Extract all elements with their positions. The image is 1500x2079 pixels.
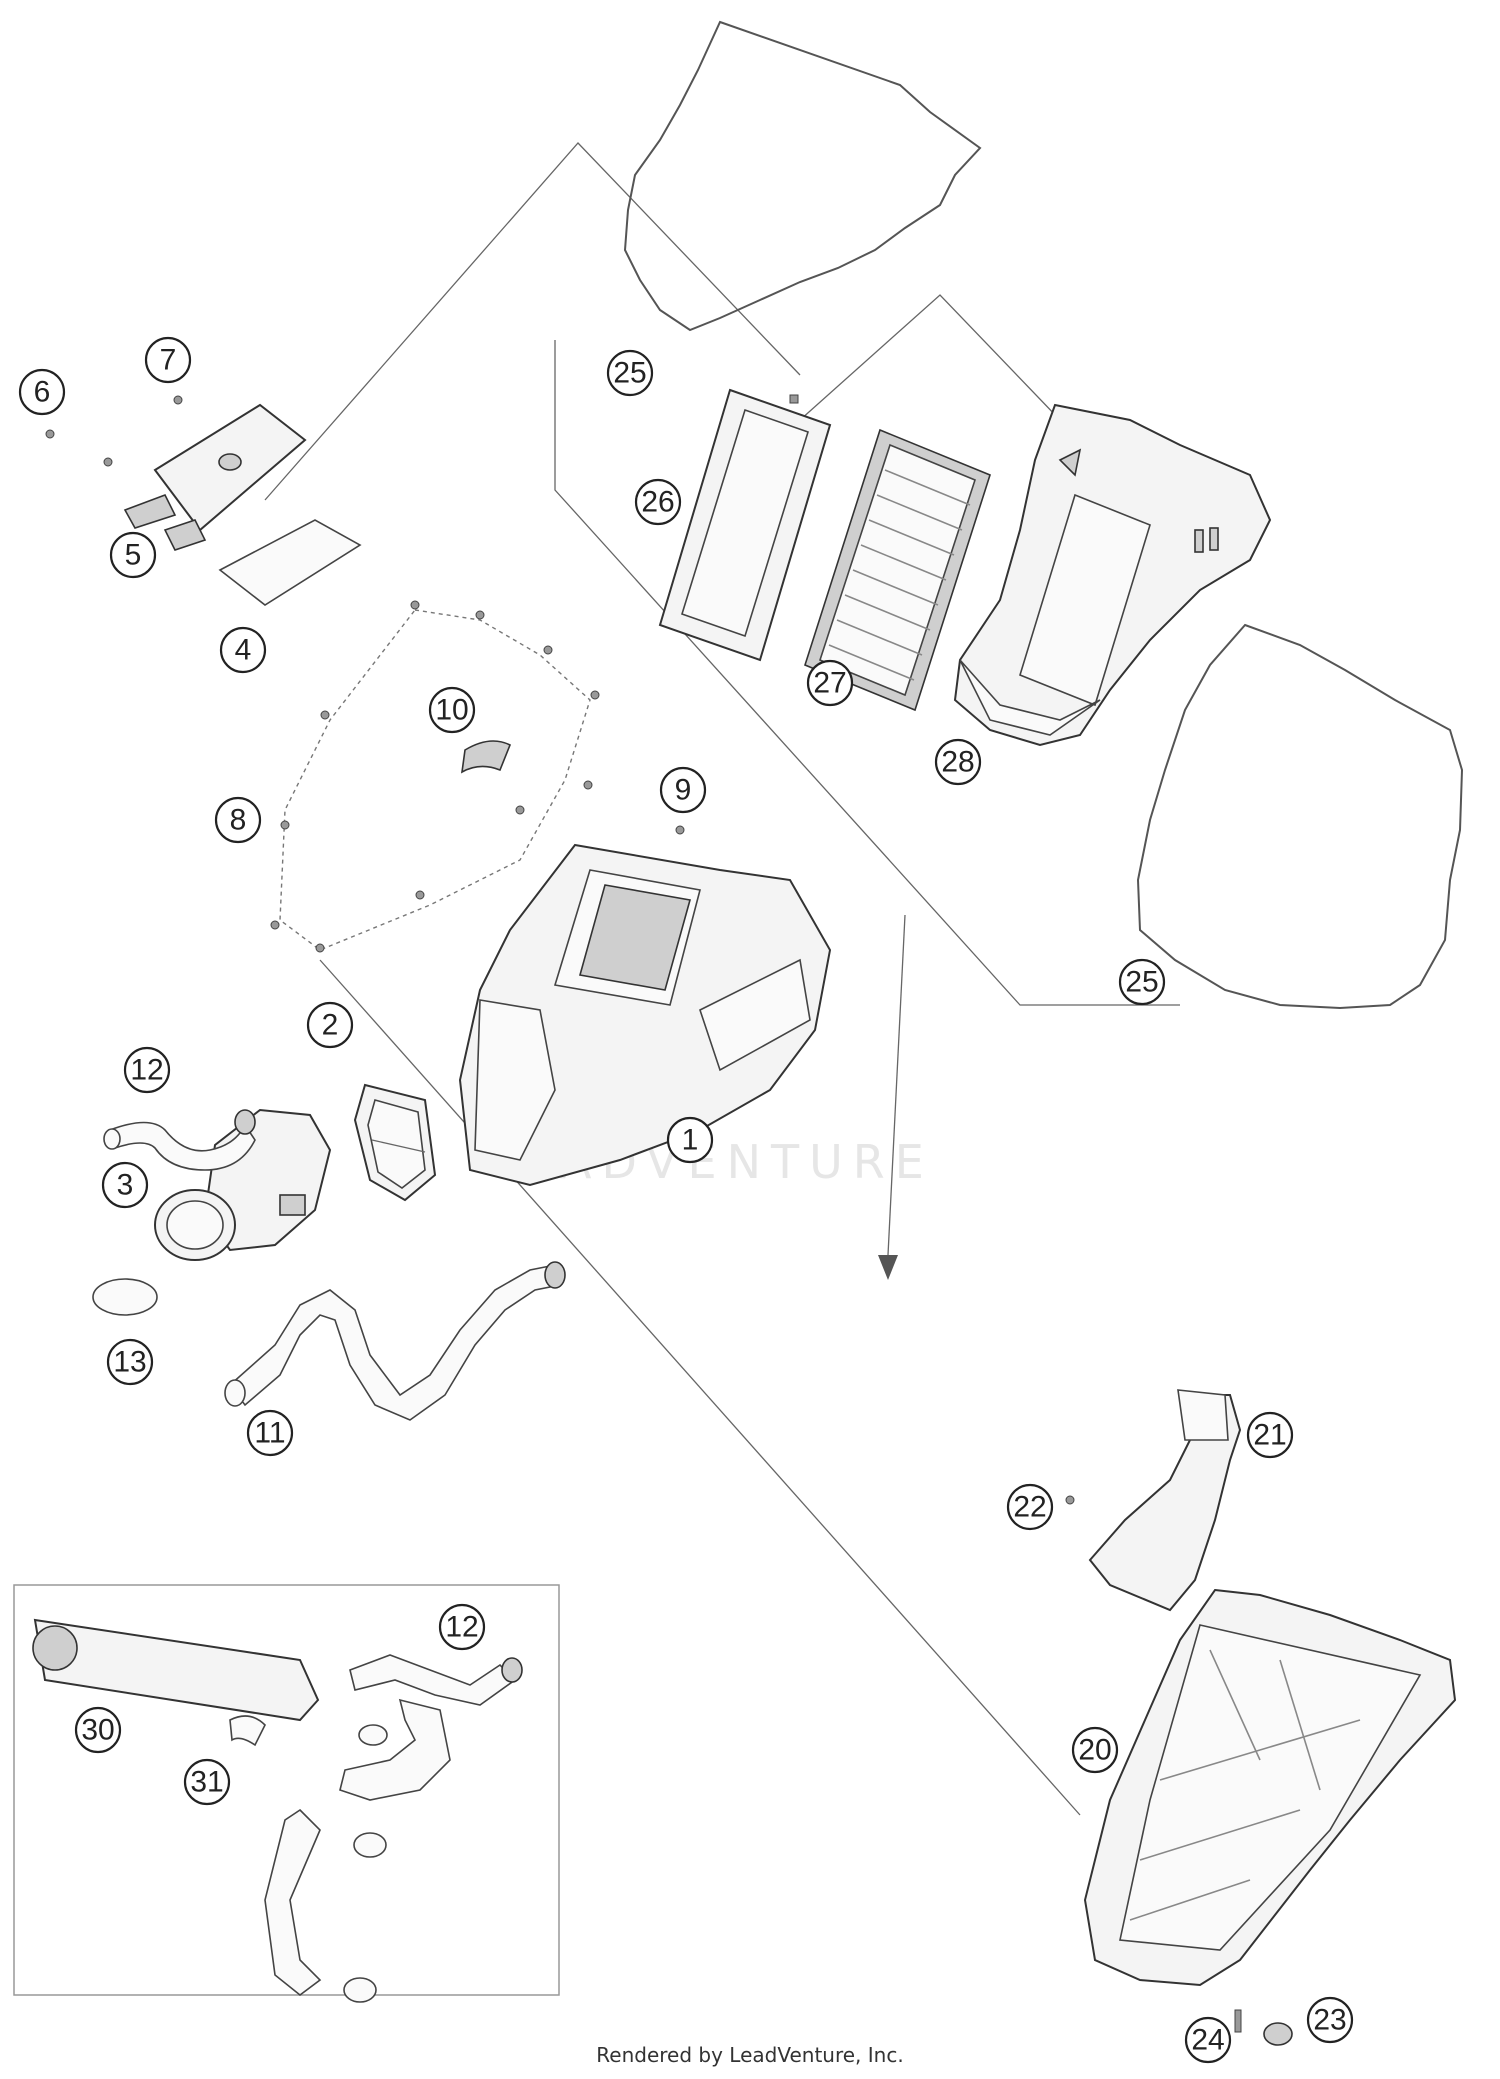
- air-filter-gasket-top: [623, 20, 982, 332]
- svg-text:22: 22: [1013, 1491, 1046, 1524]
- cover-gasket: [218, 519, 362, 606]
- svg-text:7: 7: [160, 344, 177, 377]
- callout-8: 8: [214, 796, 262, 844]
- svg-text:24: 24: [1191, 2024, 1224, 2057]
- airbox-main: [458, 843, 832, 1187]
- svg-text:25: 25: [1125, 966, 1158, 999]
- air-filter-gasket-right: [1136, 623, 1464, 1010]
- callout-11: 11: [246, 1409, 294, 1457]
- intake-grille: [353, 1083, 437, 1202]
- svg-text:27: 27: [813, 667, 846, 700]
- callout-6: 6: [18, 368, 66, 416]
- svg-text:20: 20: [1078, 1734, 1111, 1767]
- filter-housing-cover: [953, 403, 1272, 747]
- callout-25b: 25: [1118, 958, 1166, 1006]
- filter-frame: [658, 388, 832, 662]
- callout-26: 26: [634, 478, 682, 526]
- hose-end-fitting: [224, 1379, 246, 1407]
- svg-text:2: 2: [322, 1009, 339, 1042]
- callout-12a: 12: [123, 1046, 171, 1094]
- inset-breather-assembly: [13, 1584, 560, 2003]
- svg-text:23: 23: [1313, 2004, 1346, 2037]
- breather-hose-upper: [103, 1109, 256, 1171]
- callout-28: 28: [934, 738, 982, 786]
- callout-10: 10: [428, 686, 476, 734]
- svg-text:12: 12: [130, 1054, 163, 1087]
- hose-end-fitting: [544, 1261, 566, 1289]
- svg-text:3: 3: [117, 1169, 134, 1202]
- callout-25a: 25: [606, 349, 654, 397]
- callout-23: 23: [1306, 1996, 1354, 2044]
- callout-21: 21: [1246, 1411, 1294, 1459]
- callout-1: 1: [666, 1116, 714, 1164]
- callout-30: 30: [74, 1706, 122, 1754]
- drain-plug: [1263, 2022, 1293, 2046]
- svg-text:11: 11: [254, 1417, 285, 1450]
- svg-text:21: 21: [1253, 1419, 1286, 1452]
- svg-text:5: 5: [125, 539, 142, 572]
- connector-lines: [264, 142, 1180, 1816]
- airbox-lower: [1083, 1588, 1457, 1987]
- callout-9: 9: [659, 766, 707, 814]
- callout-3: 3: [101, 1161, 149, 1209]
- air-filter-element: [804, 428, 991, 712]
- long-breather-hose: [228, 1264, 561, 1421]
- svg-text:4: 4: [235, 634, 252, 667]
- callout-4: 4: [219, 626, 267, 674]
- arrow-head-icon: [878, 1255, 898, 1280]
- drain-screw: [1234, 2009, 1242, 2033]
- svg-text:13: 13: [113, 1346, 146, 1379]
- intake-cover-plate: [45, 395, 307, 551]
- svg-text:10: 10: [435, 694, 468, 727]
- footer-credit: Rendered by LeadVenture, Inc.: [596, 2043, 903, 2067]
- small-bracket: [460, 740, 512, 774]
- callout-7: 7: [144, 336, 192, 384]
- svg-text:12: 12: [445, 1611, 478, 1644]
- svg-text:25: 25: [613, 357, 646, 390]
- callout-13: 13: [106, 1338, 154, 1386]
- callout-2: 2: [306, 1001, 354, 1049]
- svg-text:31: 31: [190, 1766, 223, 1799]
- hose-clamp: [92, 1278, 158, 1316]
- svg-text:28: 28: [941, 746, 974, 779]
- svg-text:9: 9: [675, 774, 692, 807]
- svg-text:30: 30: [81, 1714, 114, 1747]
- callout-5: 5: [109, 531, 157, 579]
- svg-text:8: 8: [230, 804, 247, 837]
- svg-text:6: 6: [34, 376, 51, 409]
- callout-12b: 12: [438, 1603, 486, 1651]
- callout-31: 31: [183, 1758, 231, 1806]
- svg-text:1: 1: [682, 1124, 699, 1157]
- callout-20: 20: [1071, 1726, 1119, 1774]
- callout-27: 27: [806, 659, 854, 707]
- intake-snorkel: [1065, 1389, 1242, 1612]
- svg-text:26: 26: [641, 486, 674, 519]
- callout-22: 22: [1006, 1483, 1054, 1531]
- callout-24: 24: [1184, 2016, 1232, 2064]
- screw-pattern: [270, 600, 685, 953]
